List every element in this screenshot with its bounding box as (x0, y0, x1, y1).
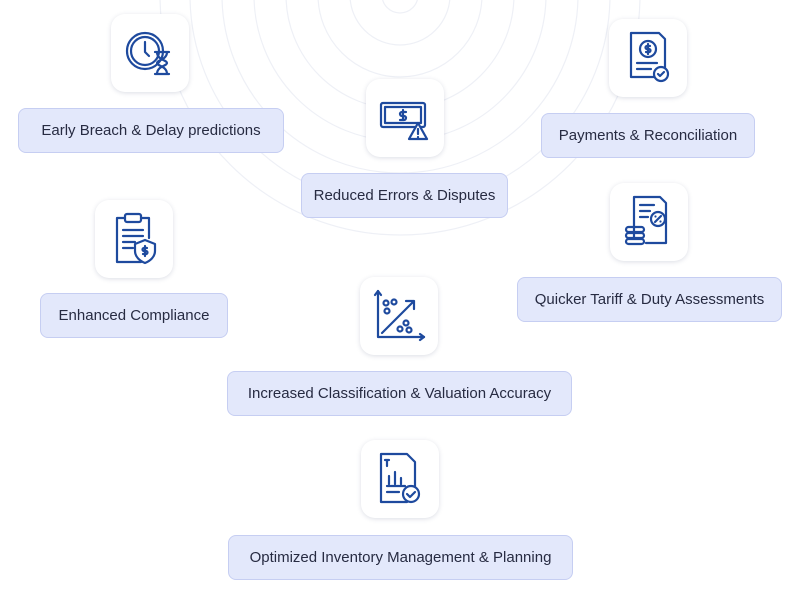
scatter-chart-arrow-icon (360, 277, 438, 355)
invoice-check-icon (609, 19, 687, 97)
report-check-icon (361, 440, 439, 518)
benefit-optimized-inventory-management-planning: Optimized Inventory Management & Plannin… (228, 535, 573, 580)
document-percent-coins-icon (610, 183, 688, 261)
benefit-increased-classification-valuation-accuracy: Increased Classification & Valuation Acc… (227, 371, 572, 416)
money-warning-icon (366, 79, 444, 157)
benefit-enhanced-compliance: Enhanced Compliance (40, 293, 228, 338)
benefit-early-breach-delay-predictions: Early Breach & Delay predictions (18, 108, 284, 153)
clock-hourglass-icon (111, 14, 189, 92)
benefit-quicker-tariff-duty-assessments: Quicker Tariff & Duty Assessments (517, 277, 782, 322)
clipboard-shield-icon (95, 200, 173, 278)
benefit-payments-reconciliation: Payments & Reconciliation (541, 113, 755, 158)
benefit-reduced-errors-disputes: Reduced Errors & Disputes (301, 173, 508, 218)
